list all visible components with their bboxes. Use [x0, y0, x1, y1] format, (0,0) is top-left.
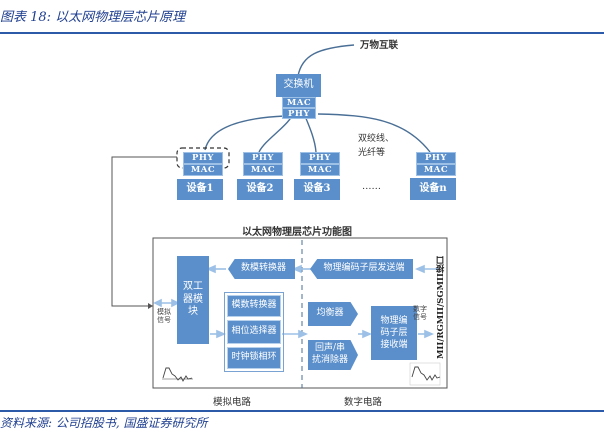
medium-label: 双绞线、 光纤等 [358, 134, 395, 158]
device-3-mac: MAC [300, 164, 340, 176]
device-n-phy: PHY [416, 152, 456, 164]
phase-selector-block: 相位选择器 [227, 320, 281, 344]
device-2-phy: PHY [243, 152, 283, 164]
device-1-mac: MAC [183, 164, 223, 176]
source-note: 资料来源: 公司招股书, 国盛证券研究所 [0, 416, 208, 430]
echo-canceller-block: 回声/串 扰消除器 [308, 340, 358, 370]
link-device-n [317, 113, 431, 153]
analog-stack-frame [224, 292, 284, 372]
switch-mac: MAC [282, 97, 316, 108]
duplexer-block: 双工 器模 块 [177, 256, 209, 344]
internet-link [297, 44, 355, 77]
dac-block: 数模转换器 [228, 259, 295, 279]
chip-frame [152, 237, 448, 389]
device-n-mac: MAC [416, 164, 456, 176]
header-rule [0, 32, 604, 34]
device-1: 设备1 [177, 179, 223, 200]
footer-rule [0, 410, 604, 412]
equalizer-block: 均衡器 [308, 302, 358, 326]
device-2-mac: MAC [243, 164, 283, 176]
device-1-phy: PHY [183, 152, 223, 164]
device-3-phy: PHY [300, 152, 340, 164]
analog-signal-label: 模拟 信号 [157, 308, 171, 325]
adc-block: 模数转换器 [227, 295, 281, 317]
waveform-icons [162, 362, 441, 386]
digital-signal-label: 数字 信号 [413, 305, 427, 322]
device-3: 设备3 [294, 179, 340, 200]
interface-label: MII/RGMII/SGMII接口 [436, 256, 446, 360]
pll-block: 时钟锁相环 [227, 347, 281, 369]
device-2: 设备2 [237, 179, 283, 200]
chip-title: 以太网物理层芯片功能图 [242, 227, 352, 238]
zoom-link-arrowhead [148, 303, 153, 309]
link-device-2 [258, 115, 293, 153]
link-device-3 [304, 115, 317, 153]
device-ellipsis: …… [362, 181, 381, 192]
interface-label-wrap: MII/RGMII/SGMII接口 [435, 248, 447, 368]
analog-section-label: 模拟电路 [213, 397, 252, 408]
zoom-link-line [111, 156, 177, 307]
digital-section-label: 数字电路 [344, 397, 383, 408]
pcs-tx-block: 物理编码子层发送端 [310, 259, 413, 279]
pcs-rx-block: 物理编 码子层 接收端 [371, 306, 417, 360]
phy-highlight [176, 147, 230, 169]
switch-block: 交换机 [276, 74, 321, 97]
internet-label: 万物互联 [360, 40, 399, 51]
link-device-1 [204, 115, 286, 151]
switch-phy: PHY [282, 108, 316, 119]
figure-title: 图表 18: 以太网物理层芯片原理 [0, 10, 186, 25]
device-n: 设备n [410, 178, 456, 200]
